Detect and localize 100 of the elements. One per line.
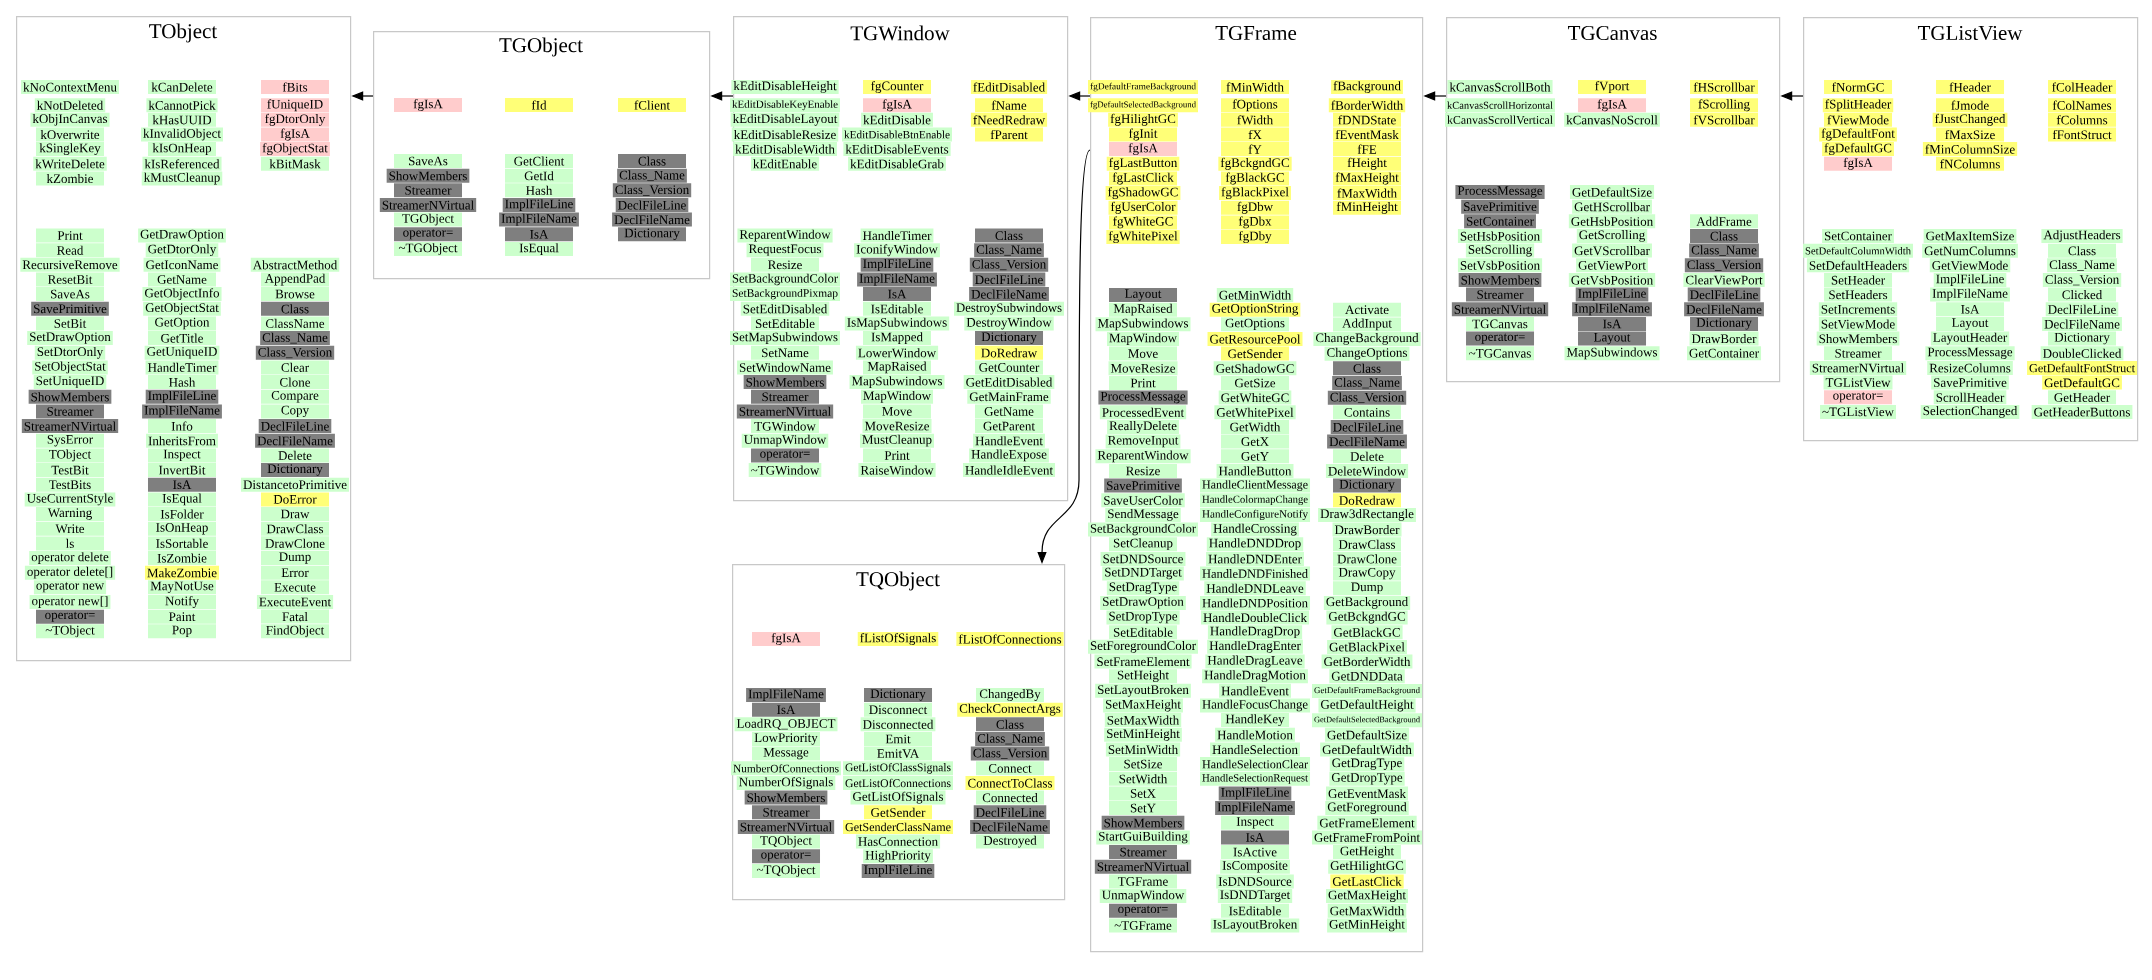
method-cell: GetMaxWidth [1327,903,1407,918]
method-cell: SetHeight [1109,669,1177,684]
method-cell: HandleEvent [973,433,1045,448]
method-cell: MapWindow [860,389,934,404]
method-cell: IsA [863,287,931,302]
method-cell: SetDropType [1106,610,1180,625]
method-cell: Hash [505,183,573,198]
method-cell: Class_Name [1689,243,1759,258]
node-label: SetY [1130,803,1156,813]
method-cell: operator= [36,609,104,624]
attribute-cell: fFE [1333,142,1401,157]
node-label: fgDbx [1238,216,1272,229]
node-label: fgDtorOnly [265,113,326,126]
method-cell: DoRedraw [975,345,1043,360]
node-label: fDNDState [1338,115,1396,125]
attribute-cell: fMinColumnSize [1922,142,2018,157]
attribute-cell: fHeader [1936,80,2004,94]
method-cell: SetScrolling [1465,243,1535,258]
attribute-cell: fgInit [1109,127,1177,142]
node-label: fScrolling [1698,99,1750,112]
method-cell: SetBackgroundColor [730,272,840,287]
node-label: Clone [280,377,311,387]
method-cell: RecursiveRemove [20,257,120,272]
method-cell: SetForegroundColor [1088,639,1198,654]
node-label: fY [1248,144,1262,154]
method-cell: CheckConnectArgs [957,702,1063,717]
method-cell: SetMapSubwindows [730,331,840,346]
attribute-cell: fgWhitePixel [1106,230,1180,245]
method-cell: RaiseWindow [858,463,936,478]
method-cell: SavePrimitive [1104,478,1182,493]
method-cell: IsMapSubwindows [844,316,950,331]
node-label: fgInit [1128,128,1158,141]
method-cell: NumberOfConnections [731,761,841,776]
method-cell: Streamer [1109,845,1177,860]
method-cell: Browse [261,287,329,302]
attribute-cell: fMaxWidth [1333,186,1401,201]
method-cell: Write [36,521,104,536]
node-label: GetClient [514,156,565,166]
method-cell: SetDNDSource [1100,551,1186,566]
method-cell: GetWidth [1221,419,1289,434]
method-cell: operator delete[] [24,565,116,580]
method-cell: SetEditDisabled [740,301,830,316]
method-cell: SetBackgroundColor [1088,522,1198,537]
method-cell: ChangeOptions [1324,346,1410,361]
method-cell: GetDefaultFrameBackground [1312,683,1422,698]
method-cell: Class [618,154,686,168]
method-cell: Dump [261,551,329,565]
method-cell: GetListOfClassSignals [843,761,953,776]
method-cell: operator= [1824,390,1892,405]
method-cell: GetViewPort [1576,258,1648,273]
method-cell: GetFrameElement [1317,815,1417,830]
method-cell: Dictionary [618,227,686,242]
method-cell: Layout [1578,331,1646,346]
attribute-cell: fgHilightGC [1108,112,1178,127]
method-cell: IconifyWindow [854,243,940,258]
attribute-cell: fMinWidth [1221,80,1289,94]
method-cell: Class_Version [1684,258,1764,273]
method-cell: GetWhitePixel [1214,405,1296,420]
node-label: GetName [157,275,207,284]
method-cell: Print [1109,376,1177,390]
method-cell: GetName [148,272,216,287]
method-cell: InheritsFrom [146,433,218,448]
node-label: TestBits [49,480,91,490]
node-label: Dictionary [1696,318,1752,330]
method-cell: StreamerNVirtual [1451,302,1549,317]
method-cell: ~TGCanvas [1466,346,1534,361]
method-cell: IsEqual [148,492,216,507]
attribute-cell: fgObjectStat [260,142,330,157]
method-cell: Inspect [1221,815,1289,830]
attribute-cell: fEditDisabled [970,80,1048,94]
method-cell: ImplFileName [857,272,937,287]
attribute-cell: fgIsA [1824,156,1892,171]
method-cell: HasConnection [855,834,941,849]
method-cell: DeclFileName [2042,317,2122,331]
node-label: Resize [768,260,802,270]
attribute-cell: fNeedRedraw [970,112,1048,127]
method-cell: Class_Version [255,345,335,360]
node-label: IsEditable [1229,906,1281,916]
method-cell: ResetBit [36,272,104,287]
method-cell: GetY [1221,449,1289,464]
method-cell: Dictionary [2048,331,2117,346]
node-label: Streamer [1477,290,1524,299]
method-cell: Activate [1333,302,1401,317]
method-cell: HandleSelectionRequest [1200,771,1310,786]
method-cell: Connected [976,790,1044,805]
method-cell: Dictionary [261,463,329,477]
node-label: fgDby [1238,231,1272,244]
attribute-cell: fgUserColor [1108,200,1178,215]
method-cell: GetScrolling [1576,229,1648,243]
node-label: GetTitle [161,333,203,343]
method-cell: SavePrimitive [1461,199,1539,214]
node-label: GetName [984,407,1034,416]
method-cell: SetUniqueID [33,375,107,390]
method-cell: DrawCopy [1333,566,1401,581]
attribute-cell: fgDefaultGC [1822,142,1894,157]
method-cell: DoubleClicked [2040,346,2124,361]
method-cell: HandleIdleEvent [962,463,1056,478]
method-cell: HandleDNDLeave [1204,581,1306,596]
method-cell: ImplFileName [1215,801,1295,816]
method-cell: ClassName [261,316,329,331]
